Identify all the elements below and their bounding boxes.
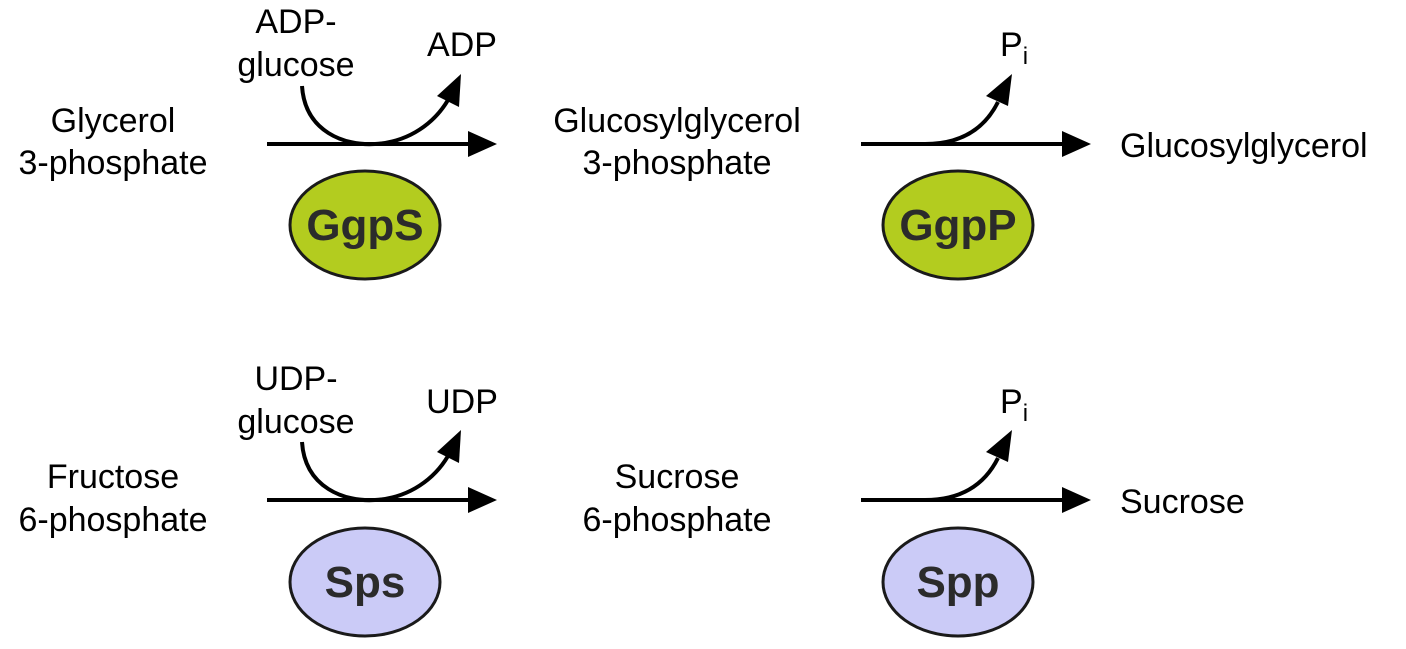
enzyme-ellipse-2 — [881, 169, 1035, 281]
enzyme-ellipse-1 — [288, 169, 442, 281]
substrate-label-line2: 6-phosphate — [18, 501, 207, 539]
cofactor-curve-arrow-1 — [300, 441, 450, 503]
cofactor-curve-arrow-1 — [300, 85, 450, 147]
substrate-label-line1: Fructose — [47, 458, 179, 496]
enzyme-label-2: GgpP — [899, 201, 1016, 250]
enzyme-label-1: GgpS — [306, 201, 423, 250]
byproduct-arrowhead-2 — [986, 430, 1012, 462]
byproduct-curve-arrow-2 — [924, 457, 1000, 502]
sucrose-pathway: Fructose 6-phosphate UDP- glucose UDP Sp… — [18, 360, 1245, 638]
byproduct-curve-arrow-2 — [924, 101, 1000, 146]
byproduct-label: Pi — [1000, 26, 1028, 70]
coproduct-label: ADP — [427, 26, 497, 64]
intermediate-label-line2: 6-phosphate — [582, 501, 771, 539]
reaction-arrowhead-1 — [468, 487, 497, 513]
reaction-arrowhead-1 — [468, 131, 497, 157]
cosubstrate-label-line2: glucose — [237, 403, 354, 441]
reaction-arrowhead-2 — [1062, 487, 1091, 513]
byproduct-label: Pi — [1000, 383, 1028, 427]
enzyme-ellipse-1 — [288, 526, 442, 638]
product-label: Sucrose — [1120, 483, 1245, 521]
intermediate-label-line1: Glucosylglycerol — [553, 102, 801, 140]
enzyme-ellipse-2 — [881, 526, 1035, 638]
enzyme-label-2: Spp — [916, 558, 999, 607]
intermediate-label-line2: 3-phosphate — [582, 144, 771, 182]
glucosylglycerol-pathway: Glycerol 3-phosphate ADP- glucose ADP Gg… — [18, 3, 1368, 281]
enzyme-label-1: Sps — [325, 558, 406, 607]
substrate-label-line1: Glycerol — [51, 102, 176, 140]
reaction-arrowhead-2 — [1062, 131, 1091, 157]
substrate-label-line2: 3-phosphate — [18, 144, 207, 182]
cofactor-arrowhead-1 — [437, 430, 461, 463]
cosubstrate-label-line2: glucose — [237, 46, 354, 84]
product-label: Glucosylglycerol — [1120, 127, 1368, 165]
cosubstrate-label-line1: UDP- — [254, 360, 337, 398]
cosubstrate-label-line1: ADP- — [255, 3, 336, 41]
coproduct-label: UDP — [426, 383, 498, 421]
cofactor-arrowhead-1 — [437, 74, 461, 107]
byproduct-arrowhead-2 — [986, 74, 1012, 106]
intermediate-label-line1: Sucrose — [615, 458, 740, 496]
